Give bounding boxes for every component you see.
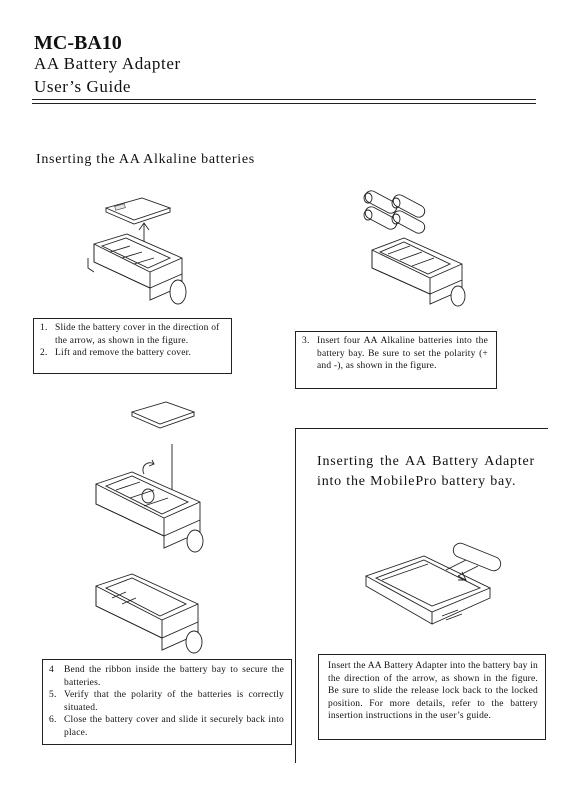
fig-adapter-closed <box>95 573 203 654</box>
step-5: 5. Verify that the polarity of the batter… <box>43 689 284 714</box>
step-2: 2. Lift and remove the battery cover. <box>34 347 231 360</box>
section-title-adapter: Inserting the AA Battery Adapter into th… <box>317 454 535 489</box>
step-6: 6. Close the battery cover and slide it s… <box>43 714 284 739</box>
step-number: 5. <box>49 690 57 700</box>
step-1: 1. Slide the battery cover in the directi… <box>34 322 231 347</box>
steps-box-3: 3. Insert four AA Alkaline batteries into… <box>295 331 497 389</box>
step-text: Insert four AA Alkaline batteries into t… <box>317 336 488 371</box>
step-text: Bend the ribbon inside the battery bay t… <box>64 665 284 688</box>
steps-box-4-6: 4 Bend the ribbon inside the battery bay … <box>42 659 292 745</box>
step-3: 3. Insert four AA Alkaline batteries into… <box>296 335 488 373</box>
fig-insert-batteries <box>363 190 466 307</box>
model-number: MC-BA10 <box>34 32 122 54</box>
fig-remove-cover <box>87 197 187 305</box>
step-number: 4 <box>49 665 54 675</box>
step-number: 3. <box>302 336 310 346</box>
section-title-batteries: Inserting the AA Alkaline batteries <box>36 152 255 167</box>
document-type: User’s Guide <box>34 77 132 96</box>
panel-border-top <box>295 428 548 429</box>
step-number: 1. <box>40 323 48 333</box>
step-text: Close the battery cover and slide it sec… <box>64 715 284 738</box>
step-number: 6. <box>49 715 57 725</box>
step-number: 2. <box>40 348 48 358</box>
panel-border-left <box>295 428 296 763</box>
step-text: Lift and remove the battery cover. <box>55 348 192 358</box>
fig-mobilepro-insert <box>364 542 502 625</box>
steps-box-1-2: 1. Slide the battery cover in the directi… <box>33 318 232 374</box>
adapter-instructions-text: Insert the AA Battery Adapter into the b… <box>328 661 538 721</box>
header-rule-thick <box>32 99 536 100</box>
step-text: Verify that the polarity of the batterie… <box>64 690 284 713</box>
product-name: AA Battery Adapter <box>34 54 181 73</box>
step-text: Slide the battery cover in the direction… <box>55 323 220 346</box>
header-rule-thin <box>32 103 536 104</box>
step-4: 4 Bend the ribbon inside the battery bay … <box>43 664 284 689</box>
adapter-instructions-box: Insert the AA Battery Adapter into the b… <box>318 654 546 740</box>
fig-close-cover <box>95 401 204 553</box>
